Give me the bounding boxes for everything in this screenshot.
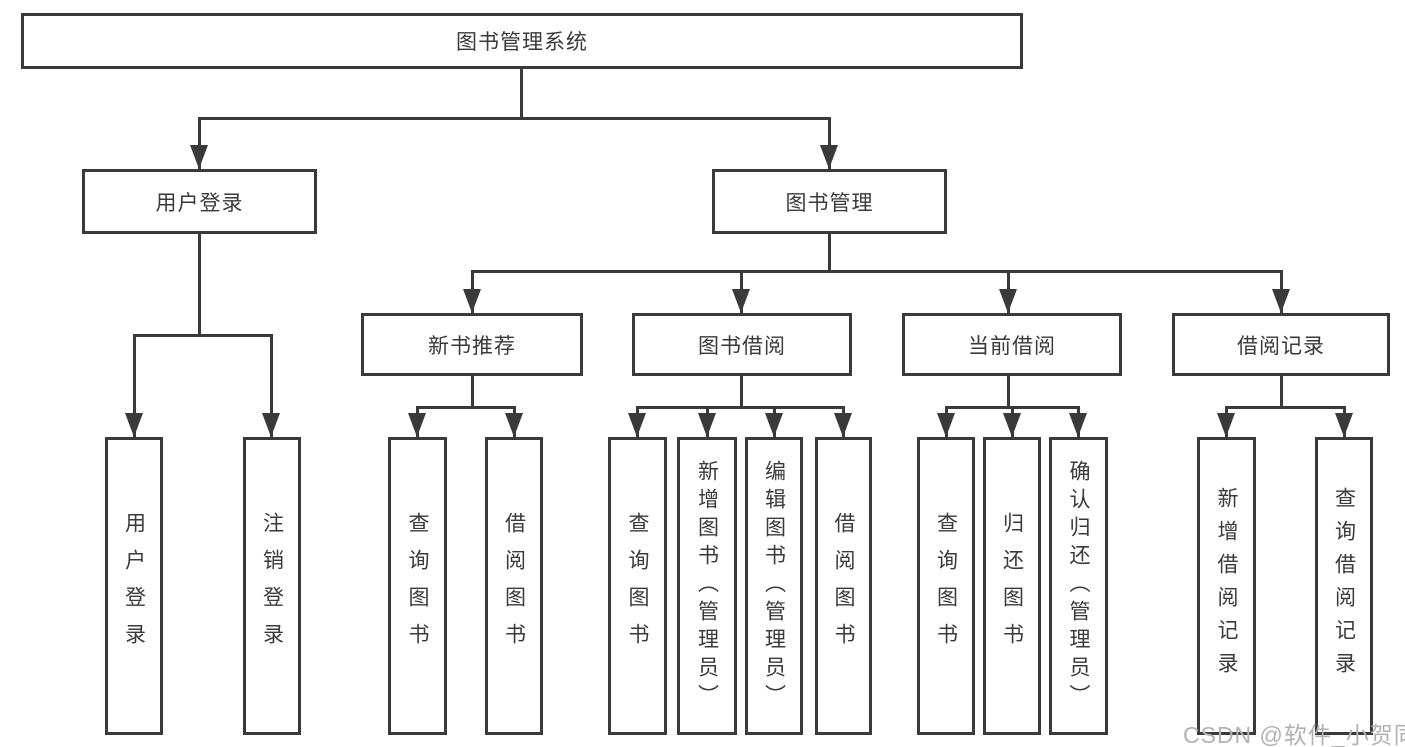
node-leaf-query-book-recommend: 查询图书 <box>388 437 447 735</box>
node-leaf-add-book-admin: 新增图书（管理员） <box>677 437 737 735</box>
node-label: 查询图书 <box>626 512 649 660</box>
arrowhead-icon <box>820 145 838 169</box>
node-label: 新增借阅记录 <box>1215 487 1238 685</box>
node-label: 用户登录 <box>155 191 244 215</box>
node-leaf-query-borrow-record: 查询借阅记录 <box>1315 437 1373 735</box>
node-label: 借阅图书 <box>502 512 526 660</box>
arrowhead-icon <box>190 145 208 169</box>
node-library-management-system: 图书管理系统 <box>21 13 1023 69</box>
arrowhead-icon <box>698 413 716 437</box>
arrowhead-icon <box>999 289 1017 313</box>
node-user-login: 用户登录 <box>82 169 317 234</box>
node-label: 用户登录 <box>122 512 146 660</box>
node-label: 当前借阅 <box>968 334 1056 358</box>
connector-user-login-branch <box>133 334 273 337</box>
node-new-book-recommend: 新书推荐 <box>361 313 583 376</box>
arrowhead-icon <box>505 413 523 437</box>
node-label: 新增图书（管理员） <box>695 460 719 712</box>
arrowhead-icon <box>628 413 646 437</box>
node-label: 查询借阅记录 <box>1332 487 1356 685</box>
node-label: 查询图书 <box>934 512 958 660</box>
node-label: 注销登录 <box>260 512 284 660</box>
node-label: 新书推荐 <box>428 334 516 358</box>
csdn-watermark: CSDN @软件_小贺同学 <box>1183 722 1405 747</box>
arrowhead-icon <box>765 413 783 437</box>
arrowhead-icon <box>937 413 955 437</box>
node-leaf-confirm-return-admin: 确认归还（管理员） <box>1049 437 1108 735</box>
node-label: 编辑图书（管理员） <box>762 460 786 712</box>
node-label: 图书借阅 <box>698 334 786 358</box>
node-book-borrow: 图书借阅 <box>632 313 852 376</box>
arrowhead-icon <box>1217 413 1235 437</box>
node-book-management: 图书管理 <box>712 169 947 234</box>
connector-drop <box>740 375 743 409</box>
node-leaf-query-book-current: 查询图书 <box>917 437 975 735</box>
connector-root-drop <box>520 68 523 120</box>
arrowhead-icon <box>834 413 852 437</box>
node-borrow-record: 借阅记录 <box>1172 313 1390 376</box>
node-label: 图书管理系统 <box>456 31 588 54</box>
connector-level3-branch <box>471 270 1282 273</box>
node-current-borrow: 当前借阅 <box>902 313 1122 376</box>
arrowhead-icon <box>262 413 280 437</box>
connector-drop <box>1280 375 1283 409</box>
node-label: 借阅图书 <box>832 512 855 660</box>
node-label: 借阅记录 <box>1237 334 1325 358</box>
connector-user-login-drop <box>198 232 201 337</box>
node-leaf-borrow-book-recommend: 借阅图书 <box>485 437 543 735</box>
node-leaf-borrow-book: 借阅图书 <box>815 437 872 735</box>
arrowhead-icon <box>463 289 481 313</box>
node-leaf-user-login: 用户登录 <box>105 437 163 735</box>
node-leaf-edit-book-admin: 编辑图书（管理员） <box>745 437 803 735</box>
node-leaf-add-borrow-record: 新增借阅记录 <box>1197 437 1256 735</box>
arrowhead-icon <box>125 413 143 437</box>
arrowhead-icon <box>408 413 426 437</box>
connector-drop <box>1007 375 1010 409</box>
node-label: 查询图书 <box>406 512 429 660</box>
connector-arrow-shaft <box>828 117 831 169</box>
connector-level2-branch <box>198 117 831 120</box>
arrowhead-icon <box>1272 289 1290 313</box>
connector-leaf-branch <box>416 406 516 409</box>
node-leaf-return-book: 归还图书 <box>983 437 1041 735</box>
connector-leaf-branch <box>636 406 844 409</box>
connector-arrow-shaft <box>198 117 201 169</box>
node-label: 归还图书 <box>1000 512 1024 660</box>
connector-arrow-shaft <box>133 334 136 437</box>
connector-book-management-drop <box>828 232 831 273</box>
connector-arrow-shaft <box>270 334 273 437</box>
arrowhead-icon <box>1069 413 1087 437</box>
node-label: 确认归还（管理员） <box>1067 460 1090 712</box>
arrowhead-icon <box>1335 413 1353 437</box>
node-label: 图书管理 <box>785 191 874 215</box>
connector-drop <box>471 375 474 409</box>
arrowhead-icon <box>1003 413 1021 437</box>
arrowhead-icon <box>732 289 750 313</box>
node-leaf-logout: 注销登录 <box>243 437 301 735</box>
connector-leaf-branch <box>1225 406 1345 409</box>
node-leaf-query-book-borrowsec: 查询图书 <box>608 437 667 735</box>
